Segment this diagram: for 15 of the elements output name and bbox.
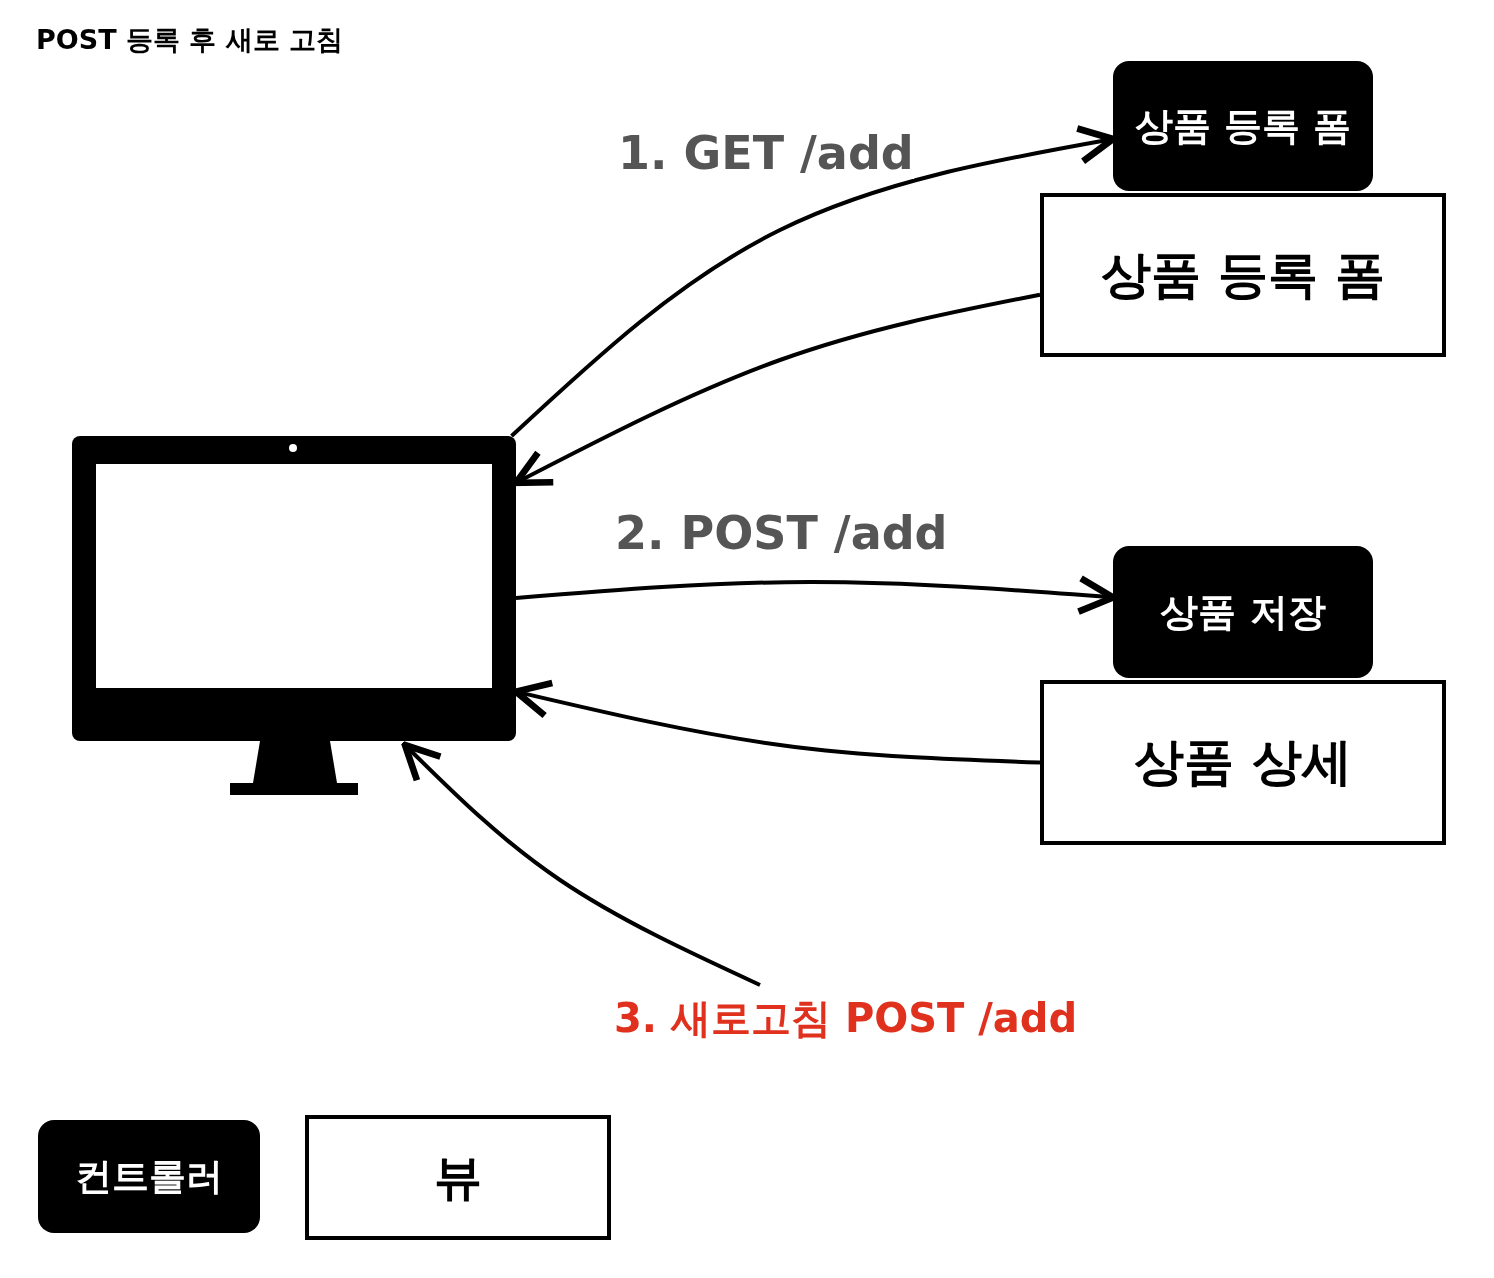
arrow bbox=[401, 741, 761, 987]
controller-box bbox=[38, 1120, 260, 1233]
box-label: 상품 저장 bbox=[1160, 588, 1326, 636]
view-box bbox=[305, 1115, 611, 1240]
diagram-title: POST 등록 후 새로 고침 bbox=[36, 23, 344, 57]
view-box bbox=[1040, 193, 1446, 357]
controller-box bbox=[1113, 61, 1373, 191]
view-box bbox=[1040, 680, 1446, 845]
controller-box bbox=[1113, 546, 1373, 678]
box-label: 뷰 bbox=[434, 1147, 482, 1207]
box-label: 상품 등록 폼 bbox=[1134, 102, 1352, 150]
monitor-drawing bbox=[72, 436, 516, 796]
box-label: 컨트롤러 bbox=[75, 1153, 223, 1200]
box-label: 상품 상세 bbox=[1134, 732, 1352, 793]
box-label: 상품 등록 폼 bbox=[1100, 244, 1386, 306]
